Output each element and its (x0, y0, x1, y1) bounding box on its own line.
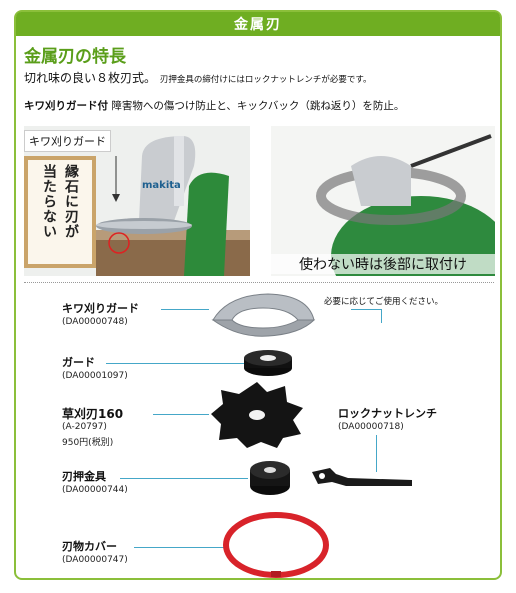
photo-guard-in-use: makita キワ刈りガード 縁石に刃が 当たらない (24, 126, 250, 276)
edge-guard-icon (211, 293, 316, 337)
curb-warning: 縁石に刃が 当たらない (24, 156, 96, 268)
part-price-blade: 950円(税別) (62, 438, 114, 448)
leader-blade-holder (120, 478, 248, 479)
leader-wrench (376, 435, 377, 472)
part-code-blade: (A-20797) (62, 422, 107, 432)
guard-ring-icon (244, 350, 292, 376)
section-divider (24, 282, 494, 283)
warning-line-1: 縁石に刃が (63, 164, 79, 239)
storage-caption: 使わない時は後部に取付け (271, 254, 495, 274)
leader-blade-cover (134, 547, 226, 548)
optional-use-note: 必要に応じてご使用ください。 (324, 297, 444, 307)
lead-main: 切れ味の良い８枚刃式。 (24, 71, 157, 85)
feature-lead: 切れ味の良い８枚刃式。 刃押金具の締付けにはロックナットレンチが必要です。 (24, 69, 372, 86)
guard-feature-label: キワ刈りガード付 (24, 100, 108, 112)
warning-line-2: 当たらない (41, 164, 57, 239)
brand-logo: makita (142, 180, 181, 191)
part-name-guard: ガード (62, 356, 95, 369)
guard-feature: キワ刈りガード付 障害物への傷つけ防止と、キックバック（跳ね返り）を防止。 (24, 98, 404, 113)
wrench-name: ロックナットレンチ (338, 407, 437, 420)
lock-nut-wrench-icon (312, 468, 412, 486)
metal-blade-icon (211, 382, 303, 448)
feature-title: 金属刃の特長 (24, 47, 126, 67)
photo-storage: 使わない時は後部に取付け (271, 126, 495, 276)
leader-note (351, 309, 381, 310)
leader-guard (106, 363, 244, 364)
part-code-blade-cover: (DA00000747) (62, 555, 128, 565)
leader-edge-guard (161, 309, 209, 310)
leader-note-drop (381, 309, 382, 323)
part-code-edge-guard: (DA00000748) (62, 317, 128, 327)
guard-feature-text: 障害物への傷つけ防止と、キックバック（跳ね返り）を防止。 (111, 100, 405, 112)
section-header: 金属刃 (16, 12, 500, 36)
product-panel: 金属刃 金属刃の特長 切れ味の良い８枚刃式。 刃押金具の締付けにはロックナットレ… (14, 10, 502, 580)
wrench-code: (DA00000718) (338, 422, 404, 432)
part-code-guard: (DA00001097) (62, 371, 128, 381)
part-name-edge-guard: キワ刈りガード (62, 302, 139, 315)
guard-callout: キワ刈りガード (24, 130, 111, 152)
leader-blade (153, 414, 209, 415)
blade-cover-ring-icon (223, 512, 329, 578)
part-name-blade-holder: 刃押金具 (62, 470, 106, 483)
blade-holder-icon (250, 461, 290, 495)
part-code-blade-holder: (DA00000744) (62, 485, 128, 495)
lead-note: 刃押金具の締付けにはロックナットレンチが必要です。 (159, 75, 372, 85)
part-name-blade: 草刈刃160 (62, 407, 124, 421)
part-name-blade-cover: 刃物カバー (62, 540, 117, 553)
